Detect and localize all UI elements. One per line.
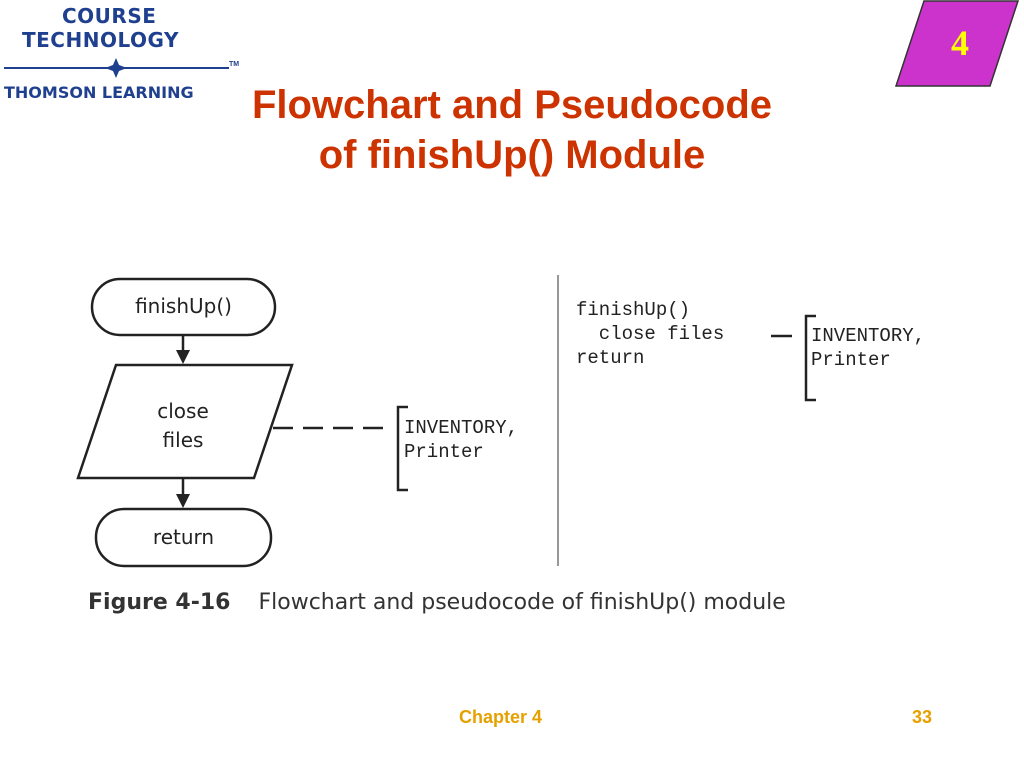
flowchart-end-label: return (152, 525, 215, 549)
pseudocode-annotation-line2: Printer (811, 349, 891, 371)
pseudocode-annotation-text: INVENTORY,Printer (811, 324, 925, 372)
flowchart-annotation-line2: Printer (404, 441, 484, 463)
pseudocode-line2: close files (576, 323, 725, 345)
footer-page-number: 33 (912, 707, 933, 727)
logo-trademark: TM (229, 61, 240, 68)
slide-title-line2: of finishUp() Module (318, 133, 706, 177)
pseudocode-annotation-line1: INVENTORY, (811, 325, 926, 347)
figure-caption-text: Flowchart and pseudocode of finishUp() m… (258, 590, 786, 615)
figure-caption: Figure 4-16 Flowchart and pseudocode of f… (88, 590, 786, 615)
flowchart-annotation-text: INVENTORY,Printer (404, 416, 518, 464)
chapter-badge-number: 4 (951, 23, 969, 63)
flowchart-io-parallelogram (76, 363, 294, 480)
logo-line-thomson: THOMSON LEARNING (4, 83, 194, 102)
flowchart-annotation-bracket (396, 405, 408, 492)
flowchart-annotation-line1: INVENTORY, (404, 417, 519, 439)
flowchart-io-label: close files (110, 397, 256, 455)
figure-number: Figure 4-16 (88, 590, 231, 615)
chapter-badge (894, 0, 1020, 87)
pseudocode-annotation-bracket (804, 314, 816, 402)
flowchart-end-terminator (94, 507, 273, 568)
slide-title: Flowchart and Pseudocode of finishUp() M… (120, 80, 904, 180)
flowchart-arrowhead-1 (176, 350, 190, 364)
flowchart-io-label-line1: close (157, 399, 209, 423)
flowchart-start-label: finishUp() (135, 294, 232, 318)
course-technology-logo: COURSE TECHNOLOGY TM THOMSON LEARNING (0, 0, 260, 110)
pseudocode-line3: return (576, 347, 645, 369)
slide-title-line1: Flowchart and Pseudocode (251, 83, 773, 127)
logo-line-course: COURSE (62, 4, 157, 28)
flowchart-io-label-line2: files (162, 428, 204, 452)
logo-line-technology: TECHNOLOGY (22, 28, 179, 52)
logo-star-rule (4, 58, 229, 78)
pseudocode-line1: finishUp() (576, 299, 691, 321)
footer-chapter: Chapter 4 (459, 707, 543, 727)
flowchart-arrowhead-2 (176, 494, 190, 508)
